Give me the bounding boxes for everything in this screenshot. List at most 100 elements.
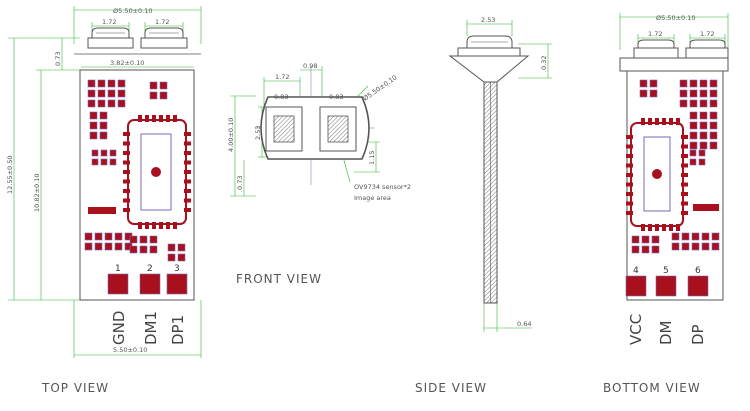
- smd-pad: [117, 79, 126, 88]
- smd-pad: [109, 149, 117, 157]
- front-view-pitch-label: 1.72: [275, 73, 289, 81]
- top-view-pin3-name: DP1: [169, 315, 187, 345]
- smd-pad: [99, 131, 108, 140]
- smd-pad: [167, 243, 176, 252]
- smd-pad: [691, 232, 700, 241]
- smd-pad: [689, 149, 697, 157]
- smd-pad: [91, 158, 99, 166]
- smd-pad: [89, 131, 98, 140]
- chip-pin: [123, 141, 130, 146]
- bottom-view-pin6-name: DP: [689, 324, 707, 345]
- chip-pin: [681, 163, 688, 168]
- chip-pin: [159, 222, 163, 229]
- front-view-sensor-h-label: 2.53: [254, 126, 262, 140]
- smd-pad: [701, 242, 710, 251]
- chip-pin: [123, 198, 130, 203]
- smd-pad: [649, 79, 658, 88]
- top-view-board-h-label: 10.82±0.10: [33, 173, 41, 212]
- smd-pad: [97, 99, 106, 108]
- chip-pin: [681, 154, 688, 158]
- side-view-lens: [457, 35, 521, 57]
- front-view-offset-r-label: 1.15: [368, 151, 376, 165]
- chip-pin: [626, 192, 633, 196]
- smd-pad: [671, 242, 680, 251]
- smd-pad: [709, 121, 718, 130]
- side-view: 2.53 0.32 0.64 SIDE VIEW: [415, 16, 552, 395]
- chip-pin: [676, 118, 680, 125]
- chip-pin: [184, 141, 191, 146]
- smd-pad: [698, 158, 706, 166]
- smd-pad: [711, 242, 720, 251]
- bottom-view-chip-pins: [626, 118, 688, 231]
- top-view-lens-left: [87, 27, 134, 49]
- top-view-pin2-name: DM1: [142, 311, 160, 345]
- chip-pin: [626, 173, 633, 177]
- smd-pad: [84, 242, 93, 251]
- chip-pin: [123, 208, 130, 212]
- smd-pad: [699, 141, 708, 150]
- smd-pad: [698, 149, 706, 157]
- smd-pad: [711, 232, 720, 241]
- smd-pad: [117, 89, 126, 98]
- chip-pin: [626, 163, 633, 168]
- smd-pad: [641, 245, 650, 254]
- chip-pin: [626, 182, 633, 187]
- chip-pin: [138, 115, 142, 122]
- smd-pad: [107, 79, 116, 88]
- chip-pin: [184, 170, 191, 174]
- bottom-view-pin4-number: 4: [633, 266, 639, 276]
- smd-pad: [177, 243, 186, 252]
- bottom-view-lens-right: [685, 39, 729, 59]
- smd-pad: [84, 232, 93, 241]
- smd-pad: [709, 79, 718, 88]
- smd-pad: [100, 149, 108, 157]
- top-view-board-w-label: 3.82±0.10: [110, 59, 144, 67]
- smd-pad: [114, 232, 123, 241]
- smd-pad: [681, 242, 690, 251]
- chip-pin: [669, 224, 673, 231]
- bottom-view-pin5-name: DM: [657, 321, 675, 346]
- smd-pad: [89, 111, 98, 120]
- top-view-bottom-w-label: 5.50±0.10: [113, 346, 147, 354]
- chip-pin: [145, 115, 149, 122]
- chip-pin: [641, 224, 645, 231]
- smd-pad: [94, 232, 103, 241]
- smd-pad: [699, 121, 708, 130]
- smd-pad: [149, 81, 158, 90]
- smd-pad: [639, 79, 648, 88]
- front-view-annotation-line1: OV9734 sensor*2: [354, 183, 411, 191]
- smd-pad: [689, 141, 698, 150]
- chip-pin: [166, 115, 170, 122]
- front-view-sensor-right: [319, 106, 357, 152]
- smd-pad: [709, 141, 718, 150]
- top-view-lens-w1-label: 1.72: [102, 18, 116, 26]
- chip-pin: [655, 224, 659, 231]
- bottom-view-diameter-label: Ø5.50±0.10: [656, 14, 696, 22]
- smd-pad: [149, 235, 158, 244]
- bottom-view-title: BOTTOM VIEW: [603, 381, 701, 395]
- top-view-chip-pins: [123, 115, 191, 229]
- front-view-title: FRONT VIEW: [236, 272, 322, 286]
- bottom-view-pads: [631, 79, 720, 254]
- side-view-stem: [483, 81, 498, 304]
- smd-pad: [679, 89, 688, 98]
- top-view-title: TOP VIEW: [41, 381, 109, 395]
- smd-pad: [117, 99, 126, 108]
- front-view-sensor-w1-label: 0.83: [274, 93, 288, 101]
- smd-pad: [631, 245, 640, 254]
- bottom-view-pin4-name: VCC: [627, 314, 645, 345]
- smd-pad: [107, 99, 116, 108]
- chip-pin: [648, 224, 652, 231]
- chip-pin: [184, 198, 191, 203]
- side-view-dimension-lines: [466, 20, 552, 332]
- bottom-view-pin5-number: 5: [663, 266, 669, 276]
- smd-pad: [107, 89, 116, 98]
- smd-pad: [87, 79, 96, 88]
- top-view-lens-right: [140, 27, 188, 49]
- top-view-pin1-number: 1: [115, 264, 121, 274]
- side-view-title: SIDE VIEW: [415, 381, 487, 395]
- smd-pad: [104, 242, 113, 251]
- chip-pin: [669, 118, 673, 125]
- top-view-pin-pads: [107, 273, 188, 295]
